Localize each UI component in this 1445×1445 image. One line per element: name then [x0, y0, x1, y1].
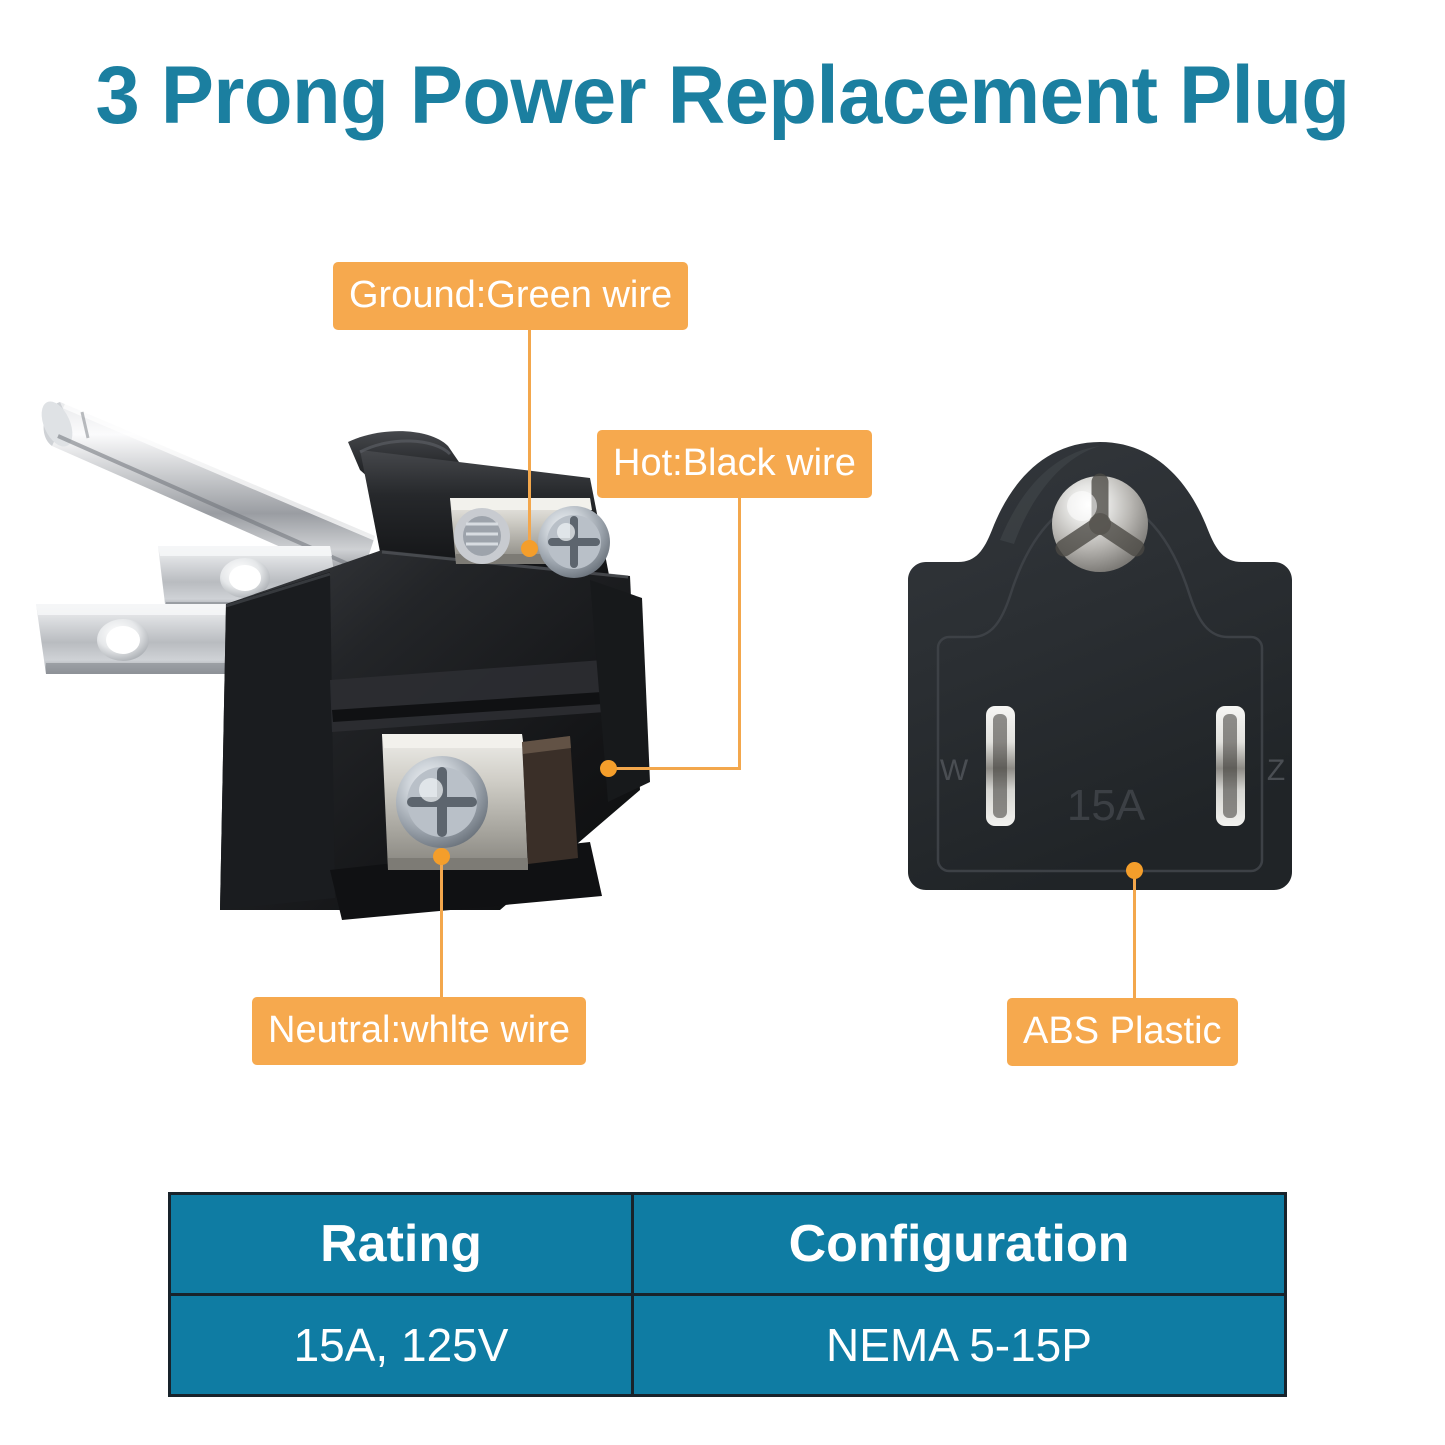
spec-header-configuration: Configuration: [631, 1192, 1287, 1296]
blade-prong-lower: [36, 604, 238, 674]
black-plastic-housing: [220, 431, 650, 920]
screw-terminal-lower: [382, 734, 578, 870]
blade-slot-left: [986, 706, 1015, 826]
leader-line-abs: [1133, 869, 1136, 998]
spec-value-configuration: NEMA 5-15P: [631, 1293, 1287, 1397]
leader-dot-abs: [1126, 862, 1143, 879]
leader-dot-hot: [600, 760, 617, 777]
callout-label-abs: ABS Plastic: [1007, 998, 1238, 1066]
callout-label-ground: Ground:Green wire: [333, 262, 689, 330]
spec-table-header-row: Rating Configuration: [168, 1192, 1287, 1296]
leader-line-neutral: [440, 855, 443, 997]
spec-header-rating: Rating: [168, 1192, 634, 1296]
spec-value-rating: 15A, 125V: [168, 1293, 634, 1397]
leader-dot-neutral: [433, 848, 450, 865]
product-image-plug-face: W Z 15A: [880, 420, 1320, 900]
emboss-letter-w: W: [940, 754, 969, 787]
leader-dot-ground: [521, 540, 538, 557]
leader-line-ground: [528, 320, 531, 548]
callout-label-hot: Hot:Black wire: [597, 430, 872, 498]
screw-terminal-upper: [450, 498, 610, 578]
ground-pin: [41, 401, 380, 582]
emboss-letter-z: Z: [1267, 754, 1285, 787]
spec-table: Rating Configuration 15A, 125V NEMA 5-15…: [168, 1192, 1287, 1397]
callout-label-neutral: Neutral:whlte wire: [252, 997, 586, 1065]
leader-line-hot-horizontal: [608, 767, 741, 770]
blade-slot-right: [1216, 706, 1245, 826]
leader-line-hot-vertical: [738, 488, 741, 769]
emboss-rating: 15A: [1067, 781, 1146, 830]
spec-table-value-row: 15A, 125V NEMA 5-15P: [168, 1293, 1287, 1397]
product-image-plug-assembly: [30, 350, 670, 950]
ground-pin: [1052, 473, 1148, 572]
page-title: 3 Prong Power Replacement Plug: [95, 50, 1350, 141]
